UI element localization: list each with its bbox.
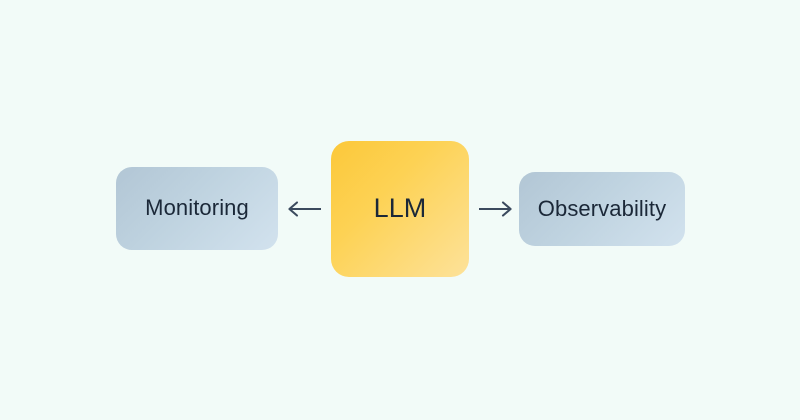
- node-llm[interactable]: LLM: [331, 141, 469, 277]
- arrow-left-icon: [288, 201, 321, 217]
- arrow-left-head: [288, 201, 299, 217]
- node-monitoring-label: Monitoring: [145, 195, 249, 221]
- node-observability[interactable]: Observability: [519, 172, 685, 246]
- arrow-right-icon: [479, 201, 512, 217]
- arrow-right-head: [501, 201, 512, 217]
- node-llm-label: LLM: [373, 193, 427, 224]
- node-monitoring[interactable]: Monitoring: [116, 167, 278, 250]
- node-observability-label: Observability: [537, 195, 667, 221]
